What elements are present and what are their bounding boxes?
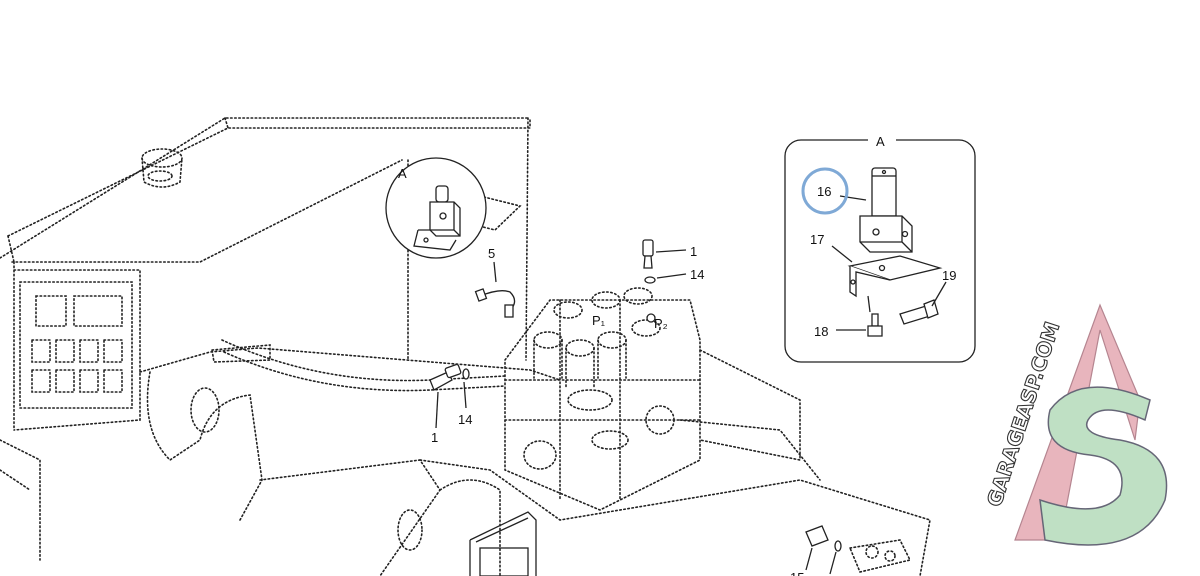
- part-1-sensor-top: 1 14 P₁ P₂: [592, 239, 704, 331]
- callout-5: 5: [488, 246, 495, 261]
- callout-19: 19: [942, 268, 956, 283]
- bracket: [847, 255, 943, 298]
- callout-14-left: 14: [458, 412, 472, 427]
- callout-1-top: 1: [690, 244, 697, 259]
- bolt-18: [867, 313, 883, 337]
- port-p2: P₂: [654, 316, 668, 331]
- logo-letter-s: [1039, 386, 1168, 546]
- fuse-panel: [31, 295, 123, 393]
- callout-15: 15: [790, 570, 804, 576]
- callout-16: 16: [817, 184, 831, 199]
- part-15-fitting: 15: [790, 525, 842, 576]
- port-p1: P₁: [592, 313, 606, 328]
- detail-a-panel: A: [784, 130, 976, 363]
- callout-14-top: 14: [690, 267, 704, 282]
- small-fittings: [848, 539, 912, 573]
- controller-box: [469, 511, 537, 576]
- part-5-harness: 5: [474, 246, 516, 318]
- callout-1-left: 1: [431, 430, 438, 445]
- solenoid-valve: [859, 167, 913, 253]
- watermark-logo: GARAGEASP.COM: [981, 303, 1168, 546]
- callout-17: 17: [810, 232, 824, 247]
- detail-a-title: A: [876, 134, 885, 149]
- view-a-marker: A: [385, 157, 487, 259]
- highlight-circle-16: [801, 167, 849, 215]
- control-valve: [504, 287, 701, 511]
- bolt-19: [899, 299, 939, 325]
- part-1-sensor-left: 1 14: [429, 363, 472, 445]
- callout-18: 18: [814, 324, 828, 339]
- view-a-letter: A: [398, 166, 407, 181]
